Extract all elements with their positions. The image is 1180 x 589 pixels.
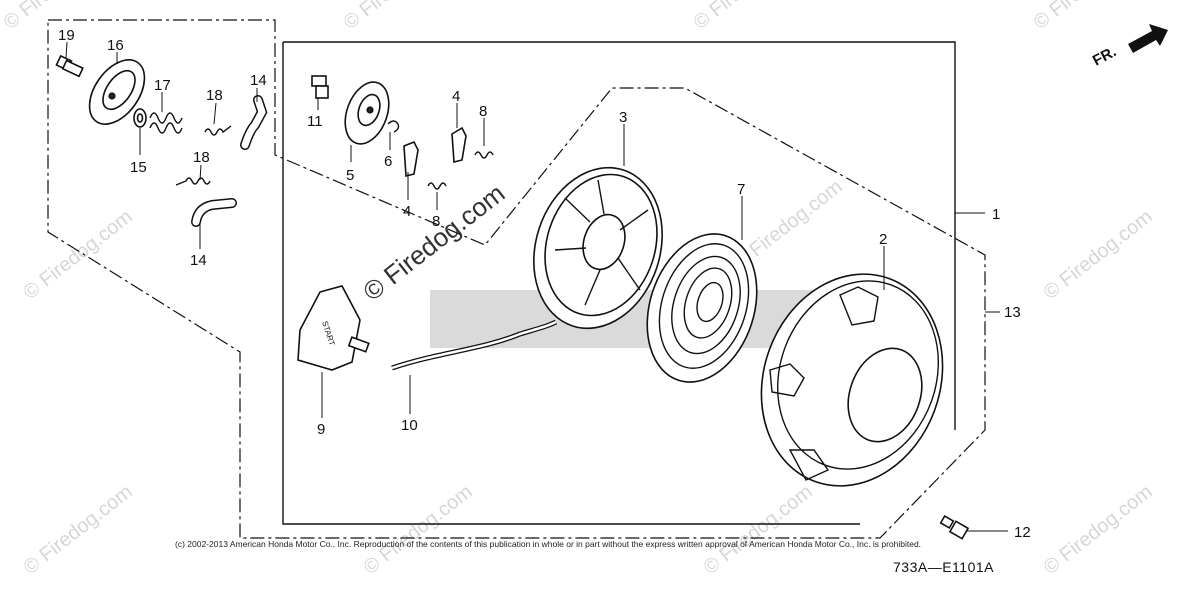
callout-labels: 19 16 17 15 18 14 18 14 11 5 6 4 8 4 8 3… xyxy=(58,27,1031,541)
watermark: © Firedog.com xyxy=(340,0,457,34)
part-18-spring-upper xyxy=(204,125,232,136)
watermark: © Firedog.com xyxy=(360,481,477,579)
boundary-box-left xyxy=(282,42,860,525)
part-8-spring-lower xyxy=(427,182,447,190)
callout-7: 7 xyxy=(737,181,745,198)
part-14-tube-upper xyxy=(240,95,268,150)
callout-16: 16 xyxy=(107,37,124,54)
part-18-spring-lower xyxy=(175,177,211,186)
watermark: © Firedog.com xyxy=(1040,206,1157,304)
callout-13: 13 xyxy=(1004,304,1021,321)
callout-2: 2 xyxy=(879,231,887,248)
callout-4-upper: 4 xyxy=(452,88,460,105)
leader-lines xyxy=(65,41,1008,532)
callout-6: 6 xyxy=(384,153,392,170)
part-10-rope xyxy=(391,319,558,371)
callout-12: 12 xyxy=(1014,524,1031,541)
callout-19: 19 xyxy=(58,27,75,44)
part-15-washer xyxy=(133,108,147,128)
boundary-box xyxy=(283,41,956,430)
part-6-clip xyxy=(387,120,400,133)
watermark: © Firedog.com xyxy=(1030,0,1147,34)
callout-15: 15 xyxy=(130,159,147,176)
watermark: © Firedog.com xyxy=(700,481,817,579)
part-17-spring xyxy=(149,112,183,134)
watermark: © Firedog.com xyxy=(690,0,807,34)
callout-8-upper: 8 xyxy=(479,103,487,120)
diagram-code: 733A—E1101A xyxy=(893,559,994,575)
copyright-notice: (c) 2002-2013 American Honda Motor Co., … xyxy=(175,539,922,549)
callout-8-lower: 8 xyxy=(432,213,440,230)
assembly-boundary xyxy=(47,19,986,539)
callout-11: 11 xyxy=(307,113,323,130)
part-12-bolt xyxy=(939,514,970,540)
arrow-right-icon xyxy=(1128,24,1168,53)
front-direction-indicator: FR. xyxy=(1090,24,1168,70)
part-16-guide xyxy=(88,59,146,125)
callout-14-upper: 14 xyxy=(250,72,267,89)
callout-9: 9 xyxy=(317,421,325,438)
watermark: © Firedog.com xyxy=(20,206,137,304)
callout-17: 17 xyxy=(154,77,171,94)
callout-4-lower: 4 xyxy=(403,203,411,220)
kit-boundary xyxy=(47,19,986,539)
callout-18-lower: 18 xyxy=(193,149,210,166)
part-19-bolt xyxy=(55,54,84,78)
callout-10: 10 xyxy=(401,417,418,434)
callout-18-upper: 18 xyxy=(206,87,223,104)
part-8-spring-upper xyxy=(474,151,494,159)
watermark: © Firedog.com xyxy=(1040,481,1157,579)
callout-3: 3 xyxy=(619,109,627,126)
part-7-spring xyxy=(646,233,758,383)
part-4-pawl-lower xyxy=(403,140,419,178)
part-5-ratchet xyxy=(344,81,390,145)
part-14-tube-lower xyxy=(191,198,237,227)
part-11-bolt xyxy=(311,75,329,99)
watermark: © Firedog.com xyxy=(20,481,137,579)
part-9-handle: START xyxy=(297,285,370,371)
front-direction-label: FR. xyxy=(1090,43,1119,69)
callout-5: 5 xyxy=(346,167,354,184)
part-4-pawl-upper xyxy=(451,126,467,164)
callout-14-lower: 14 xyxy=(190,252,207,269)
part-2-case xyxy=(760,273,944,487)
part-3-reel xyxy=(533,166,663,330)
callout-1: 1 xyxy=(992,206,1000,223)
